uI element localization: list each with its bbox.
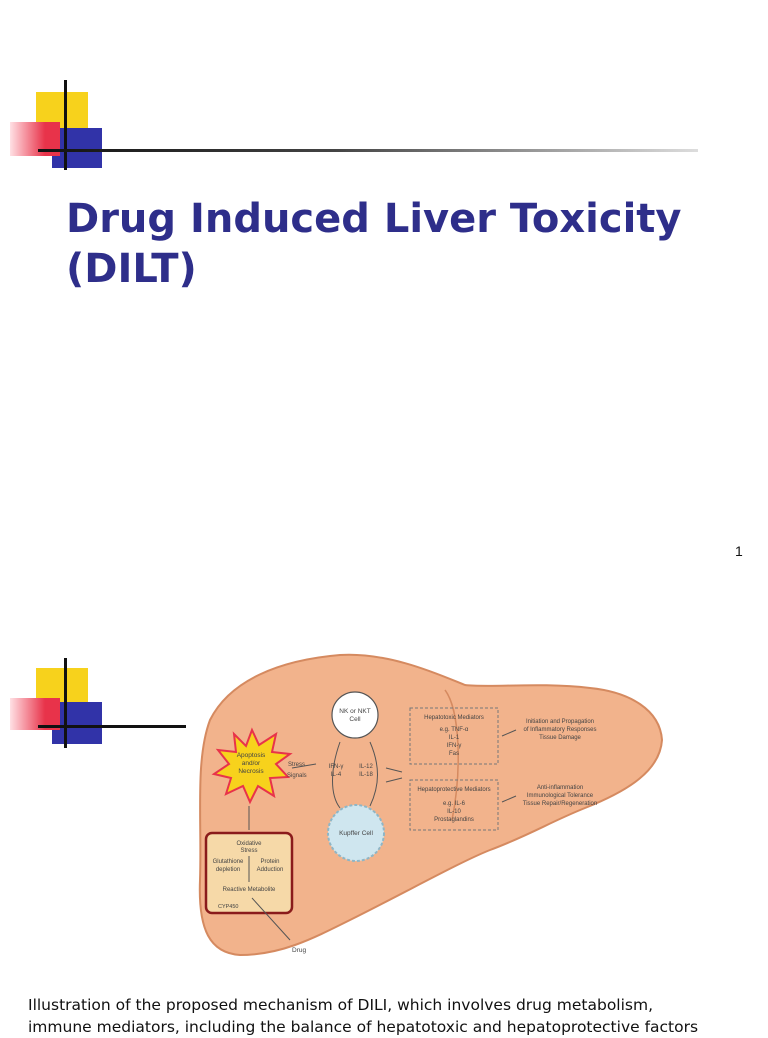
nk-cell-label-2: Cell — [349, 716, 361, 723]
hepatoprotective-item-1: e.g. IL-6 — [443, 801, 466, 807]
il4-label: IL-4 — [331, 772, 342, 778]
kupffer-cell — [327, 804, 385, 862]
kupffer-cell-label: Kupffer Cell — [339, 830, 373, 837]
apoptosis-label-1: Apoptosis — [237, 752, 266, 759]
vertical-line — [64, 80, 67, 170]
stress-arrow — [291, 763, 317, 769]
hepatoprotective-box — [409, 779, 499, 831]
protective-outcome-arrow — [501, 795, 517, 803]
dili-mechanism-figure: Apoptosis and/or Necrosis NK or NKT Cell… — [198, 653, 664, 957]
caption-line-2: immune mediators, including the balance … — [28, 1018, 699, 1036]
apoptosis-label-3: Necrosis — [238, 768, 264, 775]
hepatoprotective-item-2: IL-10 — [447, 809, 461, 815]
oxidative-stress-1: Oxidative — [236, 841, 262, 847]
ifn-label: IFN-γ — [329, 764, 344, 770]
drug-label: Drug — [292, 947, 306, 954]
hepatotoxic-title: Hepatotoxic Mediators — [424, 715, 484, 721]
protein-adduction-1: Protein — [260, 859, 279, 865]
liver-lobe-line — [444, 689, 459, 821]
cyp450-label: CYP450 — [218, 904, 239, 910]
vertical-line — [64, 658, 67, 748]
hepatotoxic-item-2: IL-1 — [449, 735, 460, 741]
nk-cell — [331, 691, 379, 739]
corner-decoration — [0, 80, 768, 180]
toxic-outcome-arrow — [501, 729, 517, 737]
blue-square — [52, 128, 102, 168]
arrow-nk-to-kupffer — [332, 741, 341, 809]
apoptosis-label-2: and/or — [242, 760, 261, 767]
outcome-protective-3: Tissue Repair/Regeneration — [523, 801, 597, 807]
il12-label: IL-12 — [359, 764, 373, 770]
title-line-2: (DILT) — [66, 246, 197, 292]
outcome-toxic-1: Initiation and Propagation — [526, 719, 594, 725]
arrow-kupffer-to-nk — [369, 741, 378, 807]
reactive-metabolite: Reactive Metabolite — [223, 887, 276, 893]
hepatoprotective-title: Hepatoprotective Mediators — [417, 787, 490, 793]
blue-square — [52, 702, 102, 744]
il18-label: IL-18 — [359, 772, 373, 778]
horizontal-rule — [38, 149, 698, 152]
figure-caption: Illustration of the proposed mechanism o… — [28, 994, 758, 1038]
outcome-toxic-2: of Inflammatory Responses — [523, 727, 596, 733]
glutathione-1: Glutathione — [213, 859, 244, 865]
red-square — [10, 698, 60, 730]
hepatotoxic-item-4: Fas — [449, 751, 459, 757]
signals-label: Signals — [287, 773, 307, 779]
outcome-toxic-3: Tissue Damage — [539, 735, 581, 741]
nk-cell-label-1: NK or NKT — [339, 708, 370, 715]
protein-adduction-2: Adduction — [257, 867, 284, 873]
slide-title: Drug Induced Liver Toxicity (DILT) — [66, 194, 756, 294]
title-line-1: Drug Induced Liver Toxicity — [66, 196, 682, 242]
branch-arrow — [385, 767, 403, 783]
horizontal-rule — [38, 725, 186, 728]
stress-label: Stress — [288, 762, 305, 768]
corner-decoration-2 — [0, 658, 200, 758]
hepatotoxic-item-3: IFN-γ — [447, 743, 462, 749]
outcome-protective-1: Anti-inflammation — [537, 785, 583, 791]
page-number: 1 — [735, 543, 743, 559]
hepatoprotective-item-3: Prostaglandins — [434, 817, 474, 823]
oxidative-stress-2: Stress — [240, 848, 257, 854]
apoptosis-starburst — [211, 727, 293, 805]
slide-1: Drug Induced Liver Toxicity (DILT) 1 — [0, 80, 768, 559]
caption-line-1: Illustration of the proposed mechanism o… — [28, 996, 654, 1014]
hepatotoxic-box — [409, 707, 499, 765]
glutathione-2: depletion — [216, 867, 240, 873]
outcome-protective-2: Immunological Tolerance — [527, 793, 594, 799]
drug-pointer — [251, 897, 291, 941]
hepatotoxic-item-1: e.g. TNF-α — [440, 727, 469, 733]
liver-shape — [198, 653, 664, 957]
